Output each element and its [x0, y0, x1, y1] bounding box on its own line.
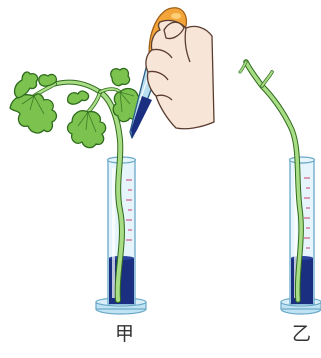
label-jia: 甲	[115, 323, 134, 345]
hand-icon	[146, 20, 214, 128]
label-yi: 乙	[292, 323, 311, 345]
